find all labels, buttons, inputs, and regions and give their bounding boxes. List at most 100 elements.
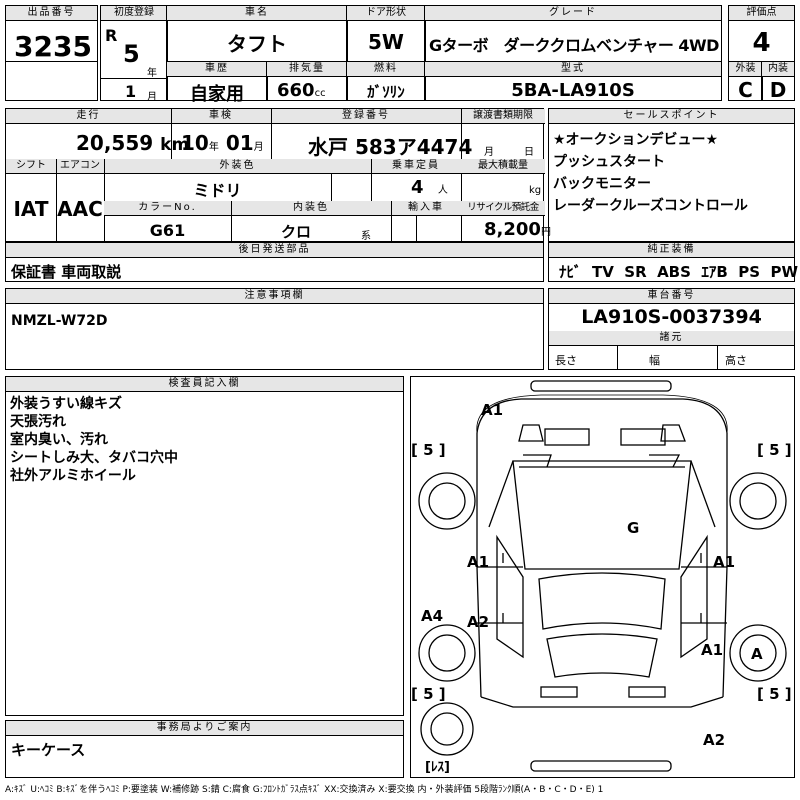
- chassis-number: LA910S-0037394: [581, 306, 762, 328]
- first-registration-label: 初度登録: [101, 6, 167, 21]
- rear-body-outline: [480, 696, 724, 708]
- legend: A:ｷｽﾞ U:ﾍｺﾐ B:ｷｽﾞを伴うﾍｺﾐ P:要塗装 W:補修跡 S:錆 …: [5, 785, 604, 795]
- car-diagram-box: A1 G A1 A1 A4 A2 A1 A A2 [ 5 ] [ 5 ] [ 5…: [410, 376, 795, 778]
- taillight-left: [540, 686, 578, 698]
- capacity-unit: 人: [437, 185, 448, 196]
- mileage: 20,559 km: [76, 131, 189, 155]
- shift-label: シフト: [6, 159, 56, 174]
- front-left-wheel: [418, 472, 476, 530]
- first-registration-box: 初度登録 R 5 年 1 月: [100, 5, 168, 103]
- office-box: 事務局よりご案内 キーケース: [5, 720, 404, 778]
- grille-left: [544, 428, 590, 446]
- fuel-label: 燃料: [347, 62, 425, 77]
- sales-points-label: セールスポイント: [549, 109, 794, 124]
- equipment-item: ｴｱB: [701, 263, 728, 281]
- capacity: 4 人: [411, 177, 448, 198]
- chassis-box: 車台番号 LA910S-0037394 諸元 長さ 幅 高さ: [548, 288, 795, 370]
- displacement-label: 排気量: [267, 62, 347, 77]
- lot-number-box: 出品番号 3235: [5, 5, 98, 101]
- later-parts: 保証書 車両取説: [11, 263, 122, 281]
- front-right-wheel: [729, 472, 787, 530]
- door-type: 5W: [368, 30, 404, 54]
- import-label: 輸入車: [391, 201, 461, 216]
- mileage-label: 走行: [6, 109, 171, 124]
- office-label: 事務局よりご案内: [6, 721, 403, 736]
- tire-front-right: [ 5 ]: [757, 441, 792, 459]
- model-code-label: 型式: [425, 62, 721, 77]
- model-code-box: 型式 5BA-LA910S: [424, 61, 722, 101]
- score-label: 評価点: [729, 6, 794, 21]
- tire-rear-left: [ 5 ]: [411, 685, 446, 703]
- max-load-label: 最大積載量: [461, 159, 545, 174]
- later-parts-label: 後日発送部品: [6, 243, 543, 258]
- fuel-box: 燃料 ｶﾞｿﾘﾝ: [346, 61, 426, 101]
- car-name-box: 車名 タフト: [166, 5, 348, 63]
- lot-number: 3235: [14, 30, 92, 63]
- grade: Gターボ ダーククロムベンチャー 4WD: [429, 36, 719, 55]
- rear-right-wheel: [729, 624, 787, 682]
- grade-box: グレード Gターボ ダーククロムベンチャー 4WD: [424, 5, 722, 63]
- mark-a4: A4: [421, 607, 443, 625]
- history-box: 車歴 自家用: [166, 61, 268, 105]
- tire-rear-right: [ 5 ]: [757, 685, 792, 703]
- grille-right: [620, 428, 666, 446]
- equipment-item: PW: [770, 263, 799, 281]
- color-no: G61: [149, 221, 186, 240]
- insp-year-unit: 年: [208, 142, 219, 153]
- windshield: [512, 460, 692, 570]
- mark-g: G: [627, 519, 639, 537]
- plate-label: 登録番号: [271, 109, 461, 124]
- inspector-line: 社外アルミホイール: [10, 468, 136, 484]
- capacity-value: 4: [411, 177, 424, 198]
- rear-window: [546, 633, 658, 678]
- headlight-right: [660, 424, 686, 442]
- mileage-value: 20,559: [76, 131, 154, 155]
- sales-point-item: プッシュスタート: [553, 154, 665, 170]
- sales-points-box: セールスポイント ★オークションデビュー★ プッシュスタート バックモニター レ…: [548, 108, 795, 242]
- insp-month-unit: 月: [253, 142, 264, 153]
- dims-label: 諸元: [549, 331, 794, 346]
- inspector-line: 室内臭い、汚れ: [10, 432, 108, 448]
- transfer-month-unit: 月: [484, 147, 494, 158]
- inspection-label: 車検: [171, 109, 271, 124]
- length-label: 長さ: [555, 354, 577, 367]
- inspector-label: 検査員記入欄: [6, 377, 403, 392]
- equipment-item: ABS: [657, 263, 691, 281]
- equipment-list: ﾅﾋﾞ TV SR ABS ｴｱB PS PW: [559, 261, 798, 282]
- mark-wheel-a: A: [751, 645, 763, 663]
- equipment-label: 純正装備: [549, 243, 794, 258]
- mileage-unit: km: [160, 135, 190, 155]
- int-color: クロ: [280, 223, 311, 241]
- inspector-lines: 外装うすい線キズ 天張汚れ 室内臭い、汚れ シートしみ大、タバコ穴中 社外アルミ…: [10, 395, 178, 485]
- roof: [538, 572, 666, 630]
- recycle-value: 8,200: [484, 219, 541, 240]
- max-load-unit: kg: [529, 185, 542, 196]
- reg-month-unit: 月: [147, 92, 157, 103]
- equipment-item: TV: [591, 263, 614, 281]
- inspector-line: 天張汚れ: [10, 414, 66, 430]
- interior-grade: D: [769, 78, 787, 102]
- grade-label: グレード: [425, 6, 721, 21]
- specs-table: 走行 車検 登録番号 譲渡書類期限 20,559 km 10年 01月 水戸 5…: [5, 108, 551, 243]
- notes-text: NMZL-W72D: [11, 313, 108, 329]
- inspector-line: 外装うすい線キズ: [10, 396, 122, 412]
- mark-top-a1: A1: [481, 401, 503, 419]
- score-box: 評価点 4: [728, 5, 795, 63]
- sales-point-item: ★オークションデビュー★: [553, 132, 719, 148]
- capacity-label: 乗車定員: [371, 159, 461, 174]
- color-no-label: カラーNo.: [104, 201, 231, 216]
- taillight-right: [628, 686, 666, 698]
- equipment-item: SR: [624, 263, 647, 281]
- headlight-left: [518, 424, 544, 442]
- office-text: キーケース: [11, 741, 86, 759]
- equipment-item: ﾅﾋﾞ: [559, 263, 582, 281]
- tire-spare: [ﾚｽ]: [425, 760, 450, 775]
- displacement: 660cc: [277, 80, 326, 101]
- inspection-expiry: 10年 01月: [181, 131, 264, 155]
- displacement-value: 660: [277, 80, 315, 101]
- recycle-label: リサイクル預託金: [461, 201, 545, 216]
- door-box: ドア形状 5W: [346, 5, 426, 63]
- recycle: 8,200円: [484, 219, 551, 240]
- spare-tire: [420, 702, 474, 756]
- front-body-outline: [476, 398, 728, 434]
